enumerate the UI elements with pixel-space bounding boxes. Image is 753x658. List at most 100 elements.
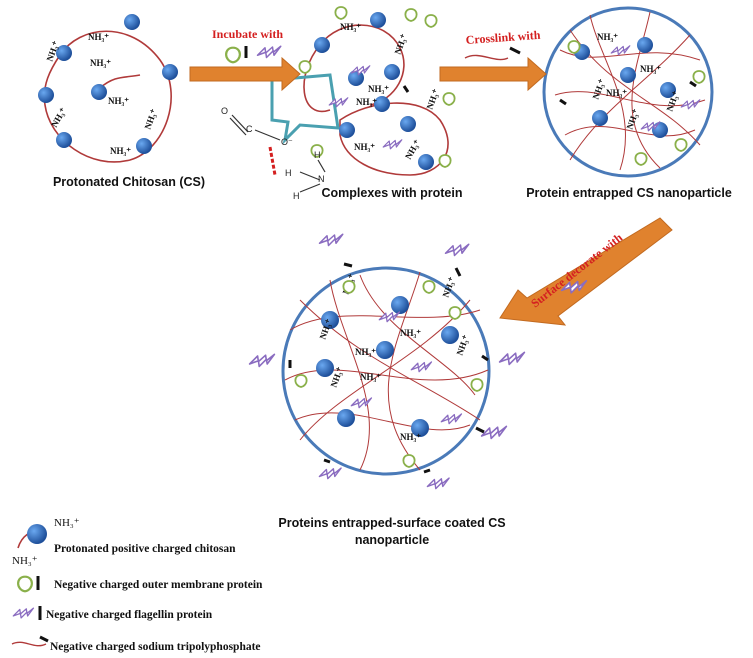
chitosan-bead — [321, 311, 339, 329]
chitosan-bead — [56, 45, 72, 61]
nh3-group-label: NH₃⁺ — [597, 32, 618, 42]
nh3-group-label: NH₃⁺ — [368, 84, 389, 94]
omp-icon — [438, 154, 452, 168]
flagellin-icon — [444, 243, 470, 257]
chitosan-bead — [441, 326, 459, 344]
nh3-group-label: NH₃⁺ — [400, 328, 421, 338]
caption-coated-2: nanoparticle — [355, 533, 429, 547]
legend-bead-icon — [27, 524, 47, 544]
chitosan-bead — [660, 82, 676, 98]
omp-icon — [470, 378, 484, 392]
legend-omp-label: Negative charged outer membrane protein — [54, 579, 263, 591]
caption-complexes: Complexes with protein — [322, 186, 463, 200]
legend-tpp-icon — [11, 641, 47, 647]
nh3-group-label: NH₃⁺ — [356, 97, 377, 107]
omp-icon — [424, 14, 438, 28]
legend-flagellin-label: Negative charged flagellin protein — [46, 609, 213, 621]
charge-tick — [343, 262, 353, 268]
nh3-group-label: NH₃⁺ — [606, 88, 627, 98]
nh3-group-label: NH₃⁺ — [142, 107, 159, 130]
legend: NH₃⁺ NH₃⁺ Protonated positive charged ch… — [11, 517, 263, 653]
flagellin-icon — [498, 351, 526, 366]
chitosan-bead — [376, 341, 394, 359]
nh3-group-label: NH₃⁺ — [108, 96, 129, 106]
nh3-group-label: NH₃⁺ — [400, 432, 421, 442]
chitosan-bead — [411, 419, 429, 437]
nh3-group-label: NH₃⁺ — [640, 64, 661, 74]
flagellin-icon — [426, 477, 450, 490]
legend-chitosan-top: NH₃⁺ — [54, 517, 80, 529]
omp-icon — [448, 306, 462, 320]
chitosan-bead — [339, 122, 355, 138]
charge-tick — [689, 80, 697, 88]
chitosan-bead — [91, 84, 107, 100]
nh3-group-label: NH₃⁺ — [424, 87, 441, 110]
coated-nanoparticle — [281, 266, 491, 476]
omp-icon — [442, 92, 456, 106]
surface-arrow — [499, 217, 673, 326]
caption-protonated: Protonated Chitosan (CS) — [53, 175, 205, 189]
chitosan-bead — [652, 122, 668, 138]
chitosan-bead — [374, 96, 390, 112]
inset-h1: H — [285, 168, 292, 178]
nh3-group-label: NH₃⁺ — [340, 22, 361, 32]
nh3-group-label: NH₃⁺ — [355, 347, 376, 357]
legend-flagellin-icon — [12, 607, 35, 619]
chitosan-bead — [637, 37, 653, 53]
charge-tick — [475, 426, 485, 434]
chitosan-beads — [38, 12, 676, 437]
charge-tick — [402, 85, 410, 93]
nh3-group-label: NH₃⁺ — [49, 106, 68, 129]
chitosan-bead — [162, 64, 178, 80]
incubate-arrow — [189, 56, 301, 92]
nh3-group-label: NH₃⁺ — [360, 372, 381, 382]
chitosan-bead — [124, 14, 140, 30]
tpp-ticks — [288, 80, 697, 474]
charge-tick — [559, 98, 567, 106]
omp-icon — [298, 60, 312, 74]
omp-icon — [422, 280, 436, 294]
legend-omp-icon — [17, 575, 33, 593]
legend-tpp: Negative charged sodium tripolyphosphate — [11, 635, 261, 653]
legend-chitosan-label: Protonated positive charged chitosan — [54, 543, 236, 555]
flagellin-icon — [318, 233, 344, 247]
inset-n: N — [318, 174, 325, 184]
chitosan-bead — [418, 154, 434, 170]
interaction-callout — [270, 73, 340, 145]
crosslink-tpp-icon — [464, 54, 509, 61]
chitosan-bead — [384, 64, 400, 80]
legend-chitosan-bottom: NH₃⁺ — [12, 555, 38, 567]
incubate-omp-icon — [225, 46, 241, 64]
nh3-group-label: NH₃⁺ — [88, 32, 109, 42]
omp-icon — [294, 374, 308, 388]
legend-tpp-label: Negative charged sodium tripolyphosphate — [50, 641, 261, 653]
omp-icon — [404, 8, 418, 22]
nh3-group-label: NH₃⁺ — [392, 32, 409, 55]
charge-tick — [323, 458, 331, 464]
flagellin-icon — [318, 467, 342, 480]
crosslink-arrow — [439, 56, 547, 92]
caption-entrapped: Protein entrapped CS nanoparticle — [526, 186, 732, 200]
entrapped-nanoparticle — [542, 6, 714, 178]
omp-icon — [334, 6, 348, 20]
chitosan-bead — [391, 296, 409, 314]
chitosan-bead — [56, 132, 72, 148]
chitosan-bead — [136, 138, 152, 154]
incubate-label: Incubate with — [212, 27, 283, 41]
charge-tick — [423, 468, 431, 474]
charge-tick — [481, 354, 489, 362]
omp-icon — [342, 280, 356, 294]
ionic-interaction-inset: O C O⁻ H N H H — [221, 106, 326, 201]
omp-icon — [674, 138, 688, 152]
omp-icon — [567, 40, 581, 54]
flagellin-icon — [248, 353, 276, 368]
inset-h3: H — [293, 191, 300, 201]
omp-icon — [692, 70, 706, 84]
crosslink-label: Crosslink with — [465, 28, 541, 47]
charge-tick — [454, 267, 462, 277]
incubate-flagellin-icon — [256, 45, 282, 59]
omp-icon — [634, 152, 648, 166]
flagellin-icon — [328, 97, 349, 108]
legend-omp: Negative charged outer membrane protein — [17, 575, 263, 593]
